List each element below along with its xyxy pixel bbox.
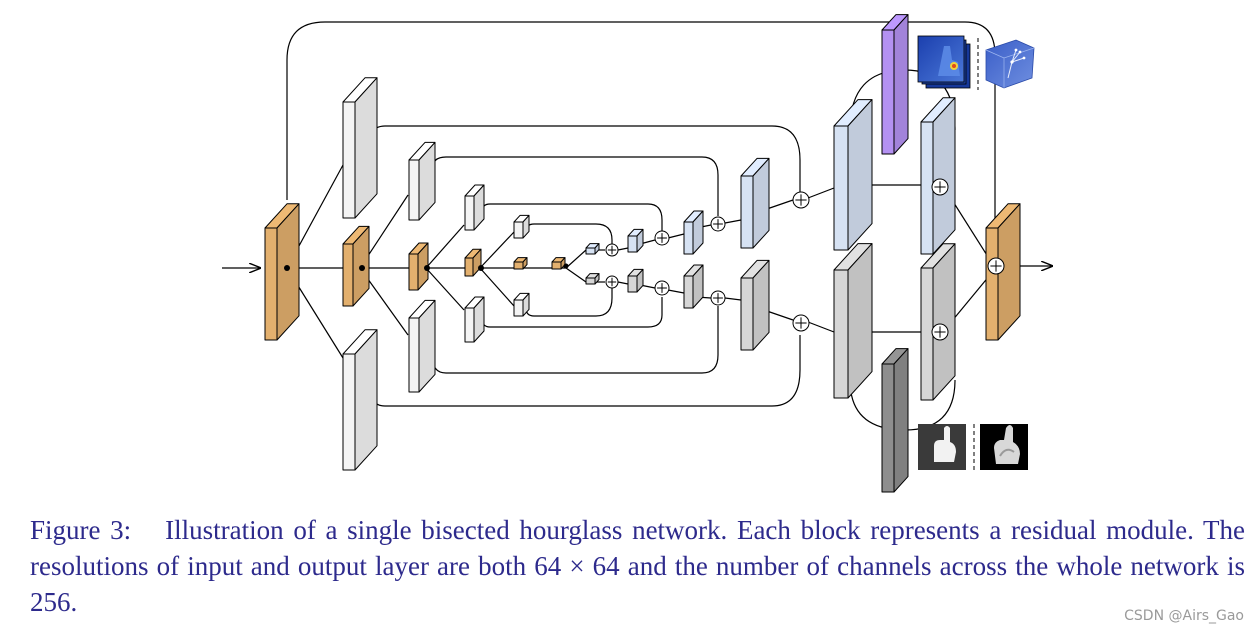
encoder-block-l3-bottom (464, 296, 485, 343)
decoder-block-l4-bottom (627, 268, 644, 293)
decoder-block-l2-bottom (740, 259, 770, 351)
heatmap-head-block (881, 14, 909, 155)
hand-mask-image (980, 424, 1028, 470)
bottleneck-block-a (513, 257, 528, 270)
sum-node-l3-top (710, 216, 726, 232)
mask-head-block (881, 348, 909, 493)
decoder-block-l4-top (627, 228, 644, 253)
sum-node-l1-top (931, 178, 949, 196)
decoder-block-l5-bottom (585, 273, 600, 285)
down-block-l2 (408, 242, 429, 291)
figure-caption-text: Illustration of a single bisected hourgl… (30, 515, 1246, 617)
residual-blocks (264, 14, 1021, 493)
bottleneck-block-b (551, 257, 566, 270)
hand-3d-joints-image (985, 39, 1035, 89)
output-block (985, 203, 1021, 341)
watermark: CSDN @Airs_Gao (1124, 608, 1244, 624)
decoder-block-l3-bottom (683, 264, 704, 309)
down-block-l1 (342, 225, 370, 307)
decoder-block-l5-top (585, 243, 600, 255)
decoder-block-l2-top (740, 157, 770, 249)
figure-caption: Figure 3:Illustration of a single bisect… (30, 512, 1245, 620)
sum-node-l3-bottom (710, 290, 726, 306)
hourglass-network-diagram (222, 14, 1258, 493)
sum-node-l2-top (792, 191, 810, 209)
encoder-block-l3-top (464, 184, 485, 231)
refine-block-top (920, 97, 956, 255)
sum-node-l4-bottom (654, 280, 670, 296)
outer-skip-top (286, 21, 996, 240)
encoder-block-l4-bottom (513, 292, 530, 317)
figure-label: Figure 3: (30, 515, 132, 545)
encoder-block-l2-top (408, 141, 436, 221)
decoder-block-l1-top (833, 99, 873, 251)
mask-output-images (918, 424, 1028, 472)
input-block (264, 203, 300, 341)
sum-node-l5-bottom (605, 275, 619, 289)
sum-nodes (605, 178, 1005, 341)
encoder-block-l1-top (342, 77, 378, 219)
sum-node-l5-top (605, 243, 619, 257)
encoder-block-l1-bottom (342, 329, 378, 471)
sum-node-l4-top (654, 230, 670, 246)
sum-node-output (987, 257, 1005, 275)
junction-dots (284, 263, 569, 271)
hand-depth-image (918, 424, 966, 470)
encoder-block-l4-top (513, 214, 530, 239)
sum-node-l2-bottom (792, 314, 810, 332)
refine-block-bottom (920, 243, 956, 401)
decoder-block-l1-bottom (833, 243, 873, 399)
decoder-block-l3-top (683, 210, 704, 255)
encoder-block-l2-bottom (408, 299, 436, 393)
heatmap-output-images (917, 35, 1035, 90)
pose-heatmap-image (917, 35, 971, 89)
down-block-l3 (464, 248, 482, 277)
flow-lines (222, 164, 1052, 359)
sum-node-l1-bottom (931, 323, 949, 341)
